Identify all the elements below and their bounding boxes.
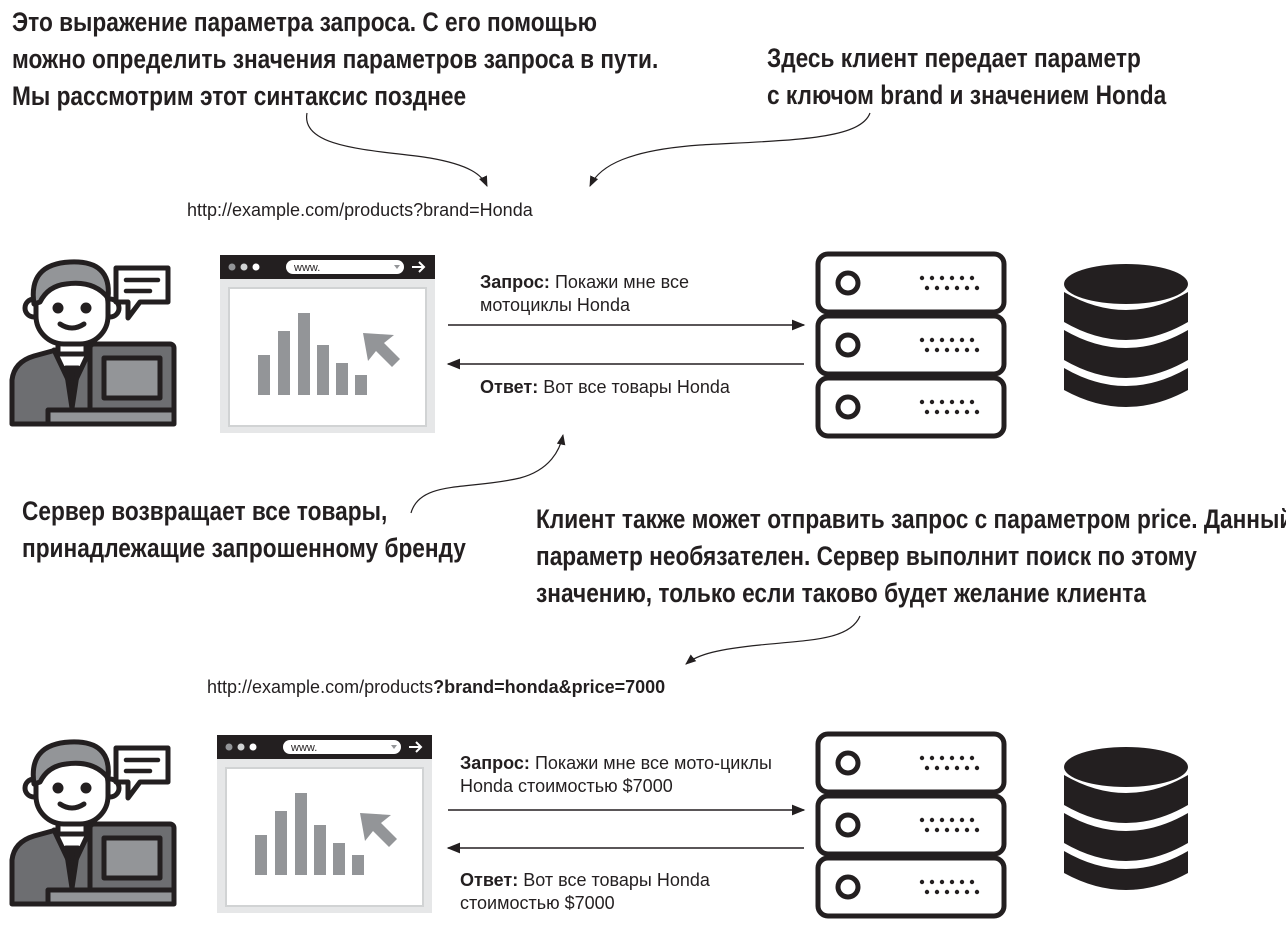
request-label: Запрос: <box>480 272 550 292</box>
database-icon <box>1064 264 1188 407</box>
response-message-1: Ответ: Вот все товары Honda <box>480 376 800 399</box>
user-icon <box>9 739 177 907</box>
address-bar-text: www. <box>293 262 320 274</box>
request-label: Запрос: <box>460 753 530 773</box>
note-line: Клиент также может отправить запрос с па… <box>536 504 1286 534</box>
url-base: http://example.com/products <box>207 677 434 697</box>
address-bar-text: www. <box>290 742 317 754</box>
callout-arrow-server-returns <box>410 433 566 514</box>
response-text: Вот все товары Honda <box>543 377 730 397</box>
note-line: Мы рассмотрим этот синтаксис позднее <box>12 81 467 111</box>
callout-arrow-client-param <box>589 112 871 187</box>
request-text: Покажи мне все мото-циклы Honda стоимост… <box>460 753 772 796</box>
request-message-1: Запрос: Покажи мне все мотоциклы Honda <box>480 271 770 317</box>
chat-bubble-icon <box>113 745 171 801</box>
note-line: с ключом brand и значением Honda <box>767 80 1167 110</box>
bar-chart-icon <box>258 313 367 395</box>
server-icon <box>815 731 1007 919</box>
response-text: Вот все товары Honda стоимостью $7000 <box>460 870 710 913</box>
note-line: Сервер возвращает все товары, <box>22 496 388 526</box>
note-server-returns: Сервер возвращает все товары, принадлежа… <box>22 493 466 567</box>
url-scenario1: http://example.com/products?brand=Honda <box>187 200 533 221</box>
response-label: Ответ: <box>480 377 539 397</box>
callout-arrow-param-expression <box>306 112 488 187</box>
note-line: Здесь клиент передает параметр <box>767 43 1141 73</box>
request-message-2: Запрос: Покажи мне все мото-циклы Honda … <box>460 752 785 798</box>
note-line: принадлежащие запрошенному бренду <box>22 533 466 563</box>
url-text: http://example.com/products?brand=Honda <box>187 200 533 220</box>
response-message-2: Ответ: Вот все товары Honda стоимостью $… <box>460 869 780 915</box>
response-label: Ответ: <box>460 870 519 890</box>
note-line: можно определить значения параметров зап… <box>12 44 659 74</box>
laptop-icon <box>45 821 177 907</box>
callout-arrow-price-param <box>685 615 861 665</box>
database-icon <box>1064 747 1188 890</box>
request-text: Покажи мне все мотоциклы Honda <box>480 272 689 315</box>
note-line: значению, только если таково будет желан… <box>536 578 1146 608</box>
note-line: Это выражение параметра запроса. С его п… <box>12 7 598 37</box>
chat-bubble-icon <box>113 265 171 321</box>
url-scenario2: http://example.com/products?brand=honda&… <box>207 677 665 698</box>
cursor-arrow-icon <box>360 813 397 847</box>
note-param-expression: Это выражение параметра запроса. С его п… <box>12 4 658 115</box>
note-line: параметр необязателен. Сервер выполнит п… <box>536 541 1197 571</box>
browser-window-icon: www. <box>217 735 432 913</box>
bar-chart-icon <box>255 793 364 875</box>
laptop-icon <box>45 341 177 427</box>
url-query: ?brand=honda&price=7000 <box>433 677 666 697</box>
note-client-param: Здесь клиент передает параметр с ключом … <box>767 40 1166 114</box>
note-price-param: Клиент также может отправить запрос с па… <box>536 501 1286 612</box>
server-icon <box>815 251 1007 439</box>
user-icon <box>9 259 177 427</box>
browser-window-icon: www. <box>220 255 435 433</box>
cursor-arrow-icon <box>363 333 400 367</box>
